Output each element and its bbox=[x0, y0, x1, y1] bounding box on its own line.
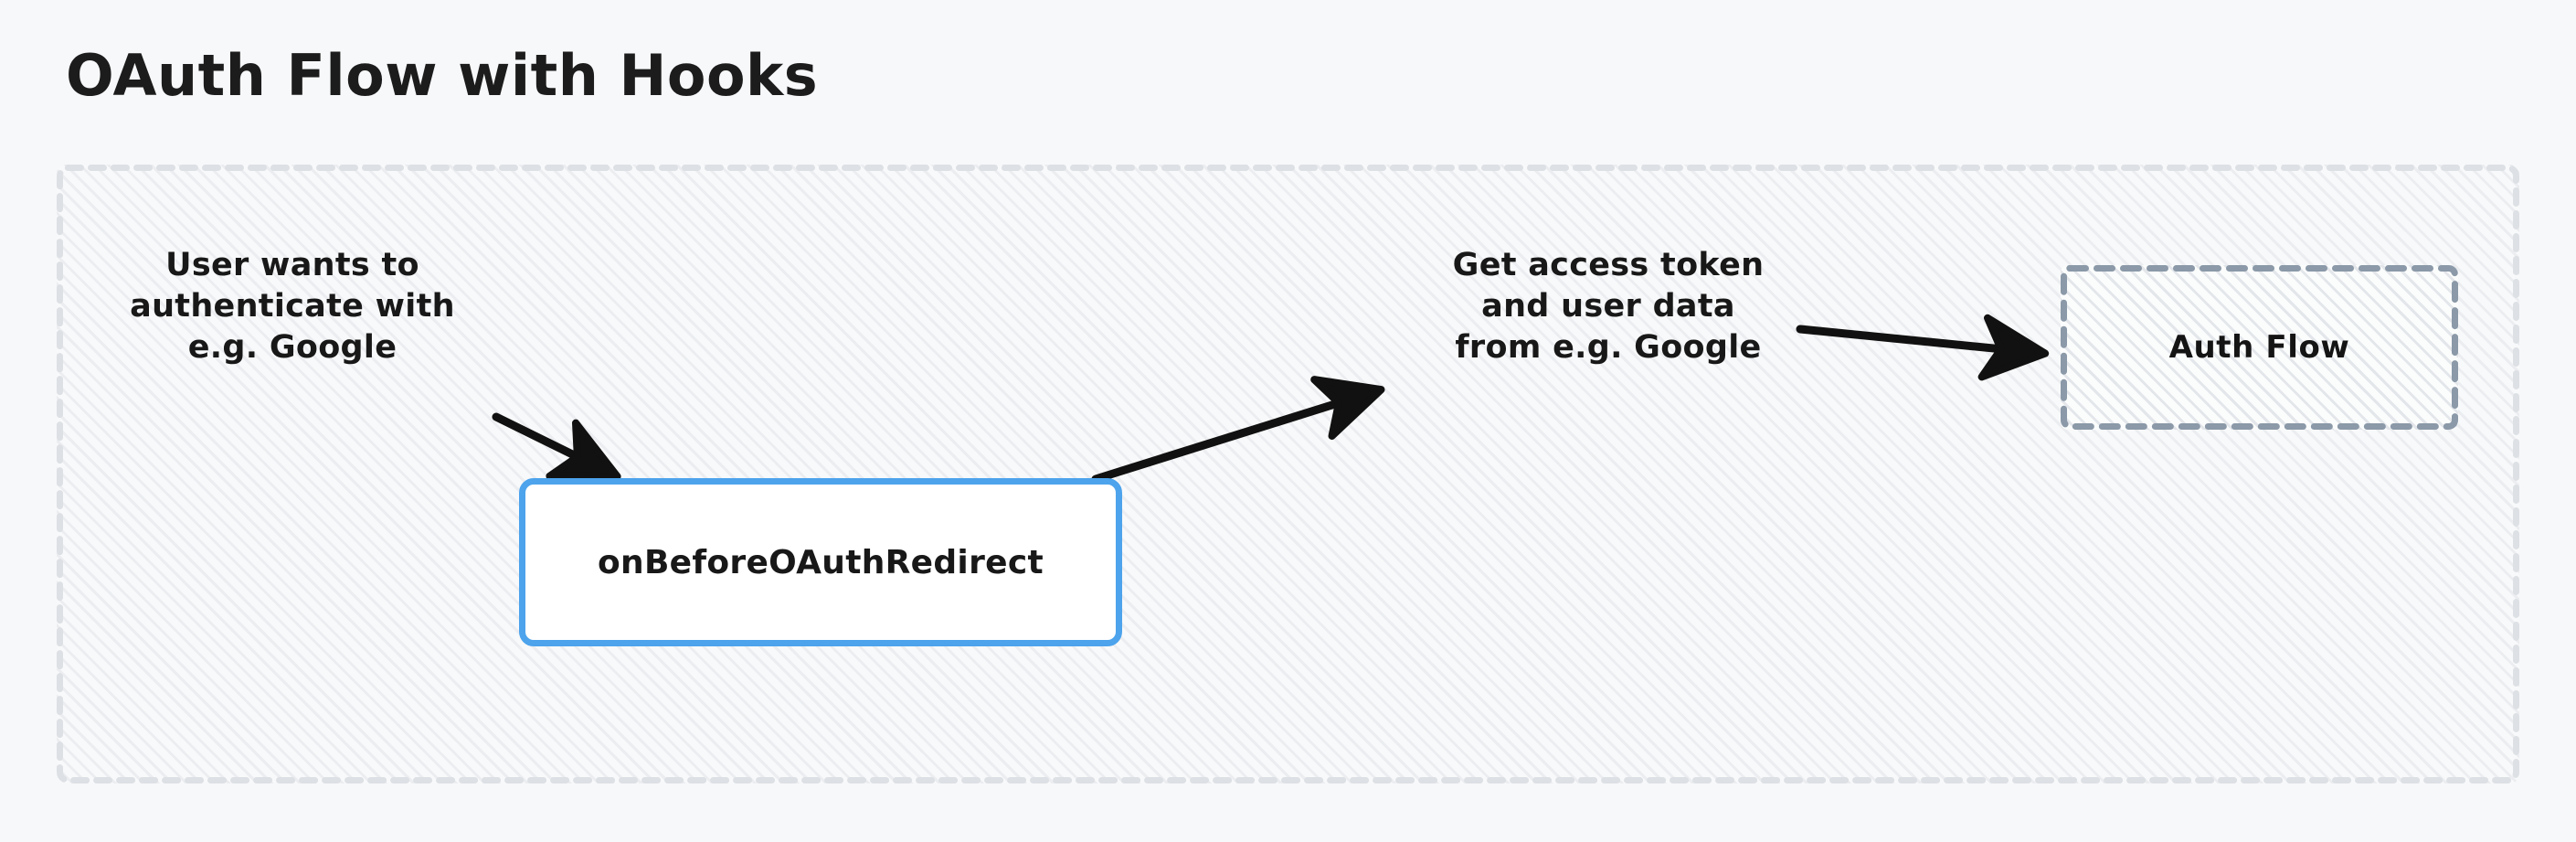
edge-label-user-wants-to-authenticate: User wants to authenticate with e.g. Goo… bbox=[130, 247, 455, 366]
edge-label-get-access-token: Get access token and user data from e.g.… bbox=[1452, 247, 1765, 366]
auth-flow-label: Auth Flow bbox=[2168, 329, 2350, 366]
page-title: OAuth Flow with Hooks bbox=[66, 42, 819, 109]
auth-flow-group[interactable]: Auth Flow bbox=[2061, 265, 2458, 430]
node-label: onBeforeOAuthRedirect bbox=[597, 543, 1044, 581]
node-on-before-oauth-redirect[interactable]: onBeforeOAuthRedirect bbox=[519, 478, 1122, 646]
